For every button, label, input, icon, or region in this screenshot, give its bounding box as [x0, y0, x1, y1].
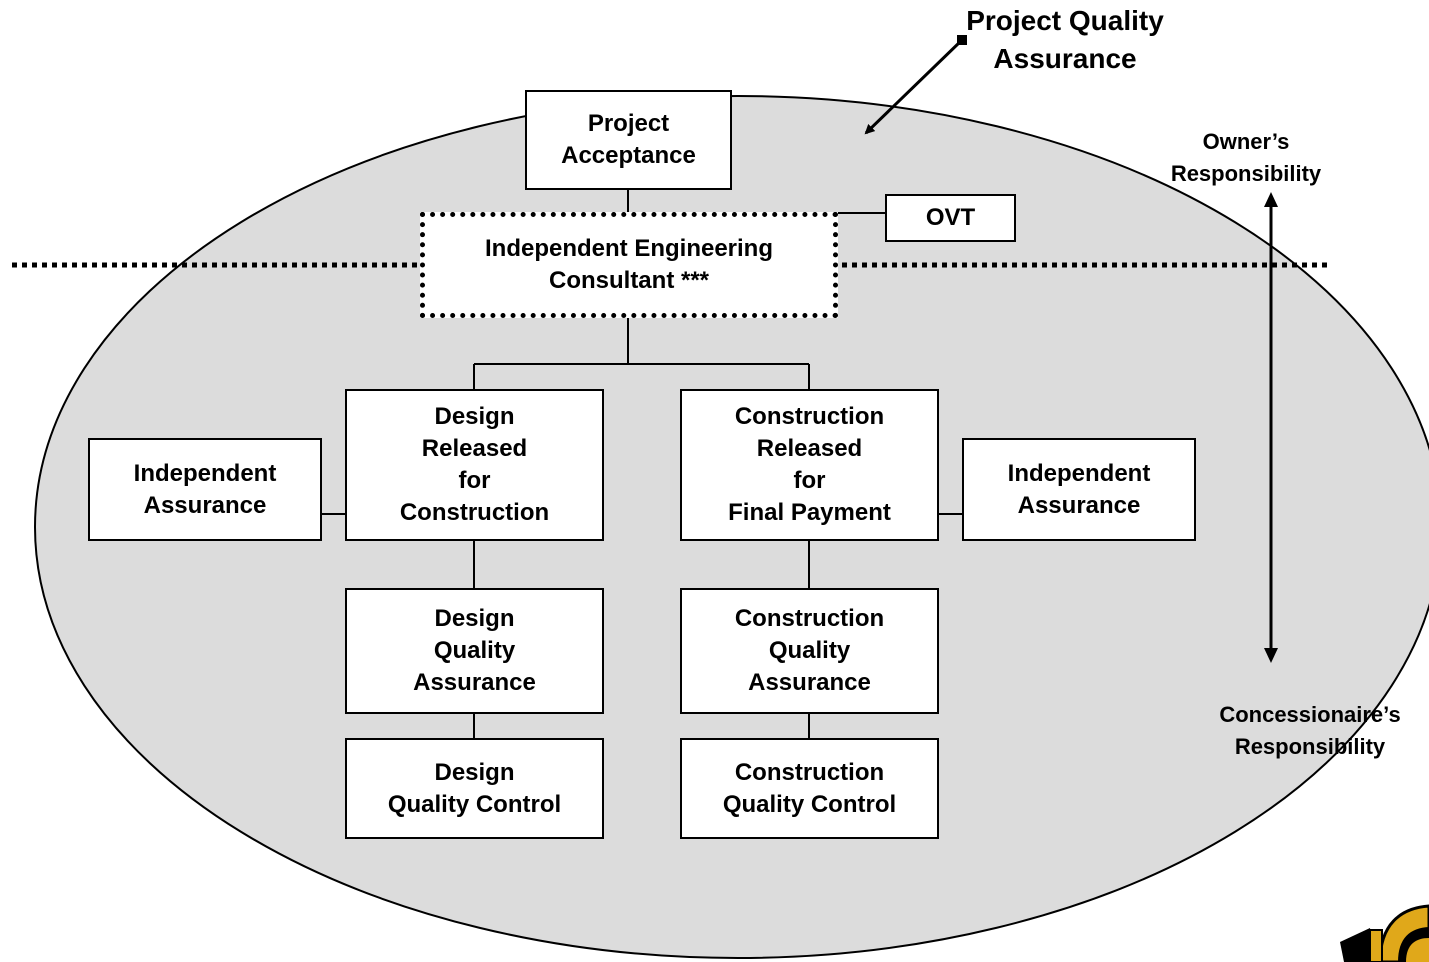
construction-released-line1: Construction — [734, 403, 885, 430]
independent-engineering-consultant-box: Independent Engineering Consultant *** — [420, 212, 838, 318]
ia-right-line1: Independent — [1007, 459, 1151, 487]
construction-qc-line1: Construction — [734, 758, 885, 786]
design-released-line3: for — [458, 467, 491, 494]
construction-qc-line2: Quality Control — [722, 790, 897, 818]
diagram-title-line1: Project Quality — [966, 5, 1164, 36]
concessionaire-responsibility-line1: Concessionaire’s — [1219, 702, 1401, 727]
design-quality-assurance-box: Design Quality Assurance — [345, 588, 604, 714]
ia-right-line2: Assurance — [1017, 491, 1141, 519]
construction-quality-control-box: Construction Quality Control — [680, 738, 939, 839]
construction-released-box: Construction Released for Final Payment — [680, 389, 939, 541]
design-released-line1: Design — [434, 403, 515, 430]
ia-left-line1: Independent — [133, 459, 277, 487]
project-acceptance-line2: Acceptance — [561, 142, 696, 169]
design-released-line2: Released — [421, 435, 528, 462]
design-released-box: Design Released for Construction — [345, 389, 604, 541]
design-quality-control-box: Design Quality Control — [345, 738, 604, 839]
title-pointer-arrow — [864, 38, 964, 135]
design-released-line4: Construction — [399, 499, 550, 526]
construction-released-line3: for — [793, 467, 826, 494]
design-qa-line3: Assurance — [413, 669, 536, 696]
construction-released-line2: Released — [756, 435, 863, 462]
project-acceptance-line1: Project — [587, 110, 670, 137]
construction-released-line4: Final Payment — [728, 499, 891, 526]
design-qc-line1: Design — [434, 758, 515, 786]
design-qa-line2: Quality — [433, 637, 516, 664]
diagram-title: Project Quality Assurance — [940, 2, 1190, 78]
owner-responsibility-line2: Responsibility — [1170, 161, 1322, 186]
design-qa-line1: Design — [434, 605, 515, 632]
ovt-label: OVT — [925, 204, 976, 231]
construction-qa-line2: Quality — [768, 637, 851, 664]
project-acceptance-box: Project Acceptance — [525, 90, 732, 190]
iec-line1: Independent Engineering — [484, 235, 773, 262]
owner-responsibility-label: Owner’s Responsibility — [1146, 126, 1346, 190]
construction-qa-line1: Construction — [734, 605, 885, 632]
ovt-box: OVT — [885, 194, 1016, 242]
owner-responsibility-line1: Owner’s — [1202, 129, 1290, 154]
diagram-title-line2: Assurance — [993, 43, 1137, 74]
title-pointer-square — [957, 35, 967, 45]
independent-assurance-right-box: Independent Assurance — [962, 438, 1196, 541]
iec-line2: Consultant *** — [548, 267, 709, 294]
design-qc-line2: Quality Control — [387, 790, 562, 818]
ia-left-line2: Assurance — [143, 491, 267, 519]
responsibility-arrow-up-head — [1264, 192, 1278, 207]
concessionaire-responsibility-label: Concessionaire’s Responsibility — [1190, 699, 1429, 763]
corner-logo-icon — [1340, 904, 1429, 962]
independent-assurance-left-box: Independent Assurance — [88, 438, 322, 541]
responsibility-arrow-down-head — [1264, 648, 1278, 663]
construction-quality-assurance-box: Construction Quality Assurance — [680, 588, 939, 714]
construction-qa-line3: Assurance — [748, 669, 871, 696]
concessionaire-responsibility-line2: Responsibility — [1234, 734, 1386, 759]
